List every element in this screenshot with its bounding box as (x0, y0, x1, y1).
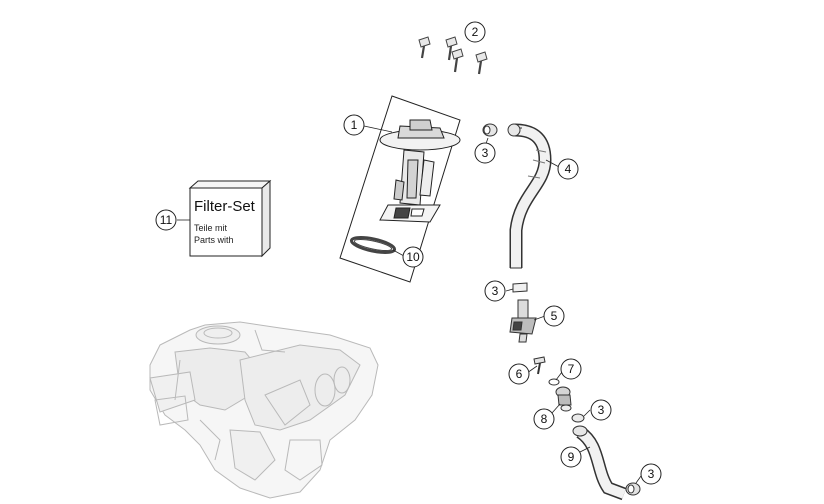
filter-set-line-1: Teile mit (194, 223, 228, 233)
callout: 5 (543, 305, 565, 327)
callout-label: 6 (516, 367, 523, 381)
callout-label: 5 (551, 309, 558, 323)
callout-label: 3 (648, 467, 655, 481)
callout-label: 2 (472, 25, 479, 39)
callout: 3 (474, 142, 496, 164)
callout: 10 (402, 246, 424, 268)
callout: 3 (590, 399, 612, 421)
callout-label: 4 (565, 162, 572, 176)
callout: 6 (508, 363, 530, 385)
hose-clamp-drawing-top (482, 123, 498, 137)
callout: 7 (560, 358, 582, 380)
callout-label: 3 (598, 403, 605, 417)
callout: 9 (560, 446, 582, 468)
fuel-tank-drawing (149, 321, 379, 499)
callout-label: 3 (492, 284, 499, 298)
hose-clamp-drawing-middle (512, 282, 528, 293)
callout-label: 11 (160, 213, 173, 227)
fuel-hose-drawing (507, 123, 552, 269)
callout: 2 (464, 21, 486, 43)
callout: 11 (155, 209, 177, 231)
filter-set-title: Filter-Set (194, 198, 256, 215)
o-ring-drawing (349, 236, 397, 254)
screw-drawing (533, 356, 546, 375)
callout: 3 (484, 280, 506, 302)
fuel-pump-drawing (339, 95, 461, 283)
connector-drawing (555, 386, 572, 412)
hose-clamp-drawing-lower (571, 413, 585, 423)
callout-label: 1 (351, 118, 358, 132)
washer-drawing (548, 378, 560, 386)
callout: 4 (557, 158, 579, 180)
callout: 3 (640, 463, 662, 485)
hose-clamp-drawing-bottom (625, 482, 641, 496)
callout-label: 9 (568, 450, 575, 464)
callout-label: 8 (541, 412, 548, 426)
filter-set-line-2: Parts with (194, 235, 234, 245)
bolt-set-drawing (418, 36, 488, 75)
callout-label: 3 (482, 146, 489, 160)
callout: 8 (533, 408, 555, 430)
callout-label: 7 (568, 362, 575, 376)
quick-coupler-drawing (509, 299, 537, 343)
lower-hose-drawing (572, 425, 627, 501)
filter-set-box: Filter-Set Teile mit Parts with (188, 179, 272, 258)
callout: 1 (343, 114, 365, 136)
callout-label: 10 (406, 250, 420, 264)
